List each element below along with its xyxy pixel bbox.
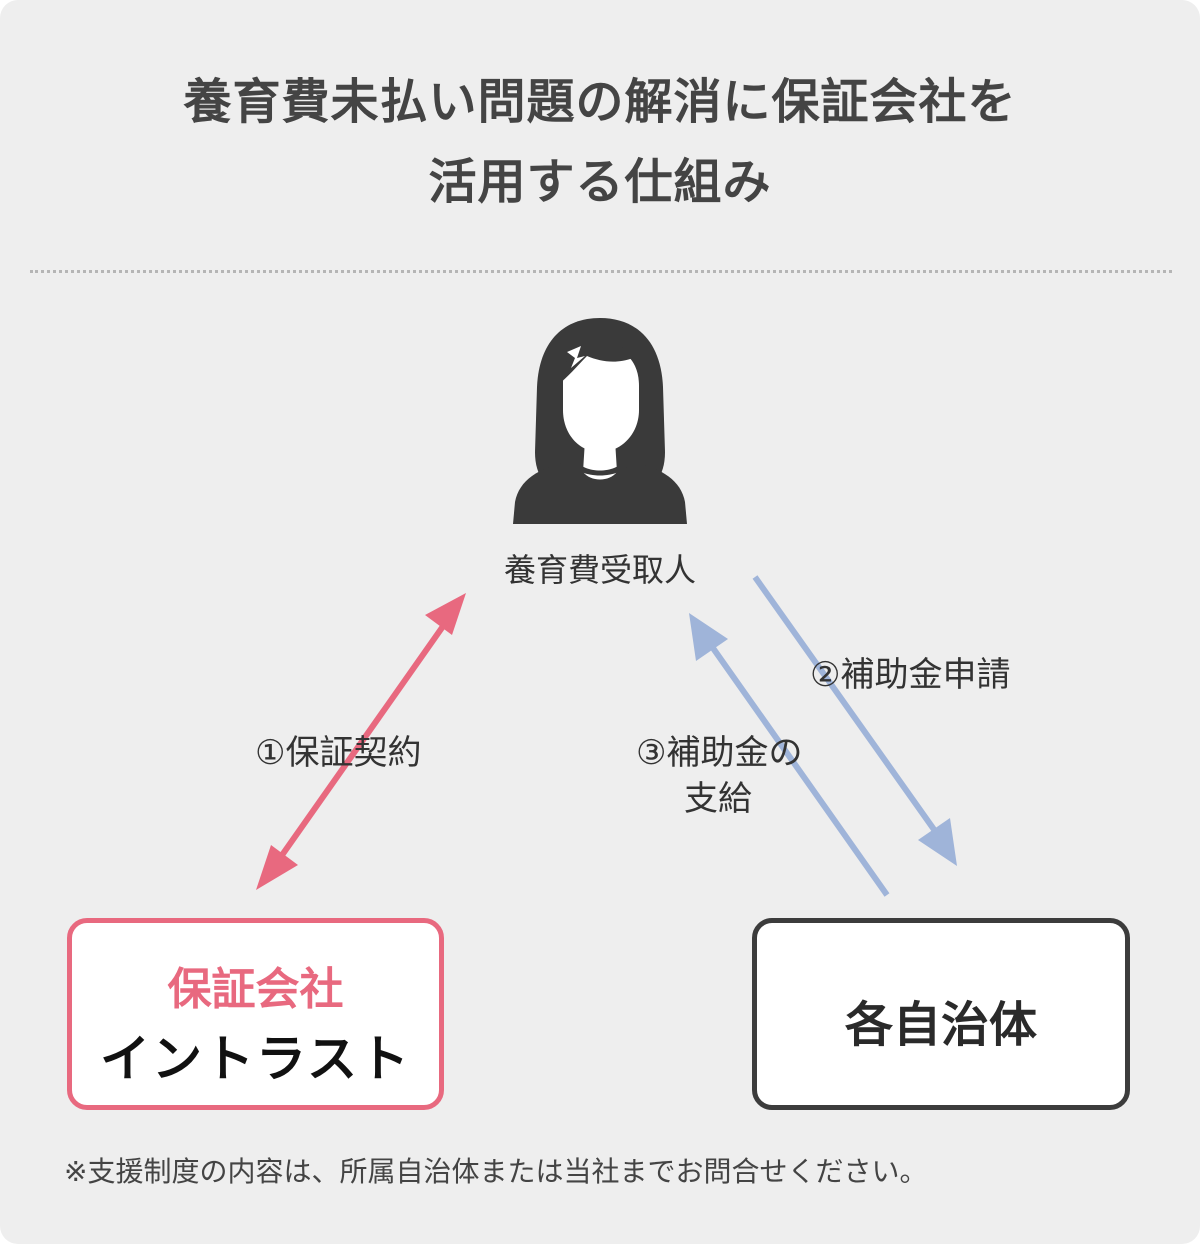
apply-label: ②補助金申請 bbox=[810, 655, 1011, 695]
title-line-1: 養育費未払い問題の解消に保証会社を bbox=[183, 74, 1017, 130]
payment-label-line-2: 支給 bbox=[684, 779, 752, 819]
apply-arrow bbox=[752, 575, 957, 866]
footnote: ※支援制度の内容は、所属自治体または当社までお問合せください。 bbox=[64, 1155, 928, 1188]
contract-arrow bbox=[256, 593, 466, 890]
dotted-divider bbox=[30, 270, 1172, 273]
person-icon bbox=[513, 318, 687, 524]
page-title: 養育費未払い問題の解消に保証会社を 活用する仕組み bbox=[0, 62, 1200, 222]
government-box: 各自治体 bbox=[752, 918, 1130, 1110]
government-name: 各自治体 bbox=[844, 997, 1037, 1053]
contract-label: ①保証契約 bbox=[255, 733, 422, 773]
recipient-label: 養育費受取人 bbox=[503, 551, 696, 589]
payment-arrow bbox=[689, 613, 890, 897]
guarantor-box: 保証会社 イントラスト bbox=[67, 918, 444, 1110]
guarantor-heading: 保証会社 bbox=[167, 964, 344, 1015]
guarantor-name: イントラスト bbox=[100, 1030, 411, 1088]
title-line-2: 活用する仕組み bbox=[428, 154, 772, 210]
payment-label-line-1: ③補助金の bbox=[636, 733, 803, 773]
payment-label: ③補助金の 支給 bbox=[636, 730, 802, 822]
